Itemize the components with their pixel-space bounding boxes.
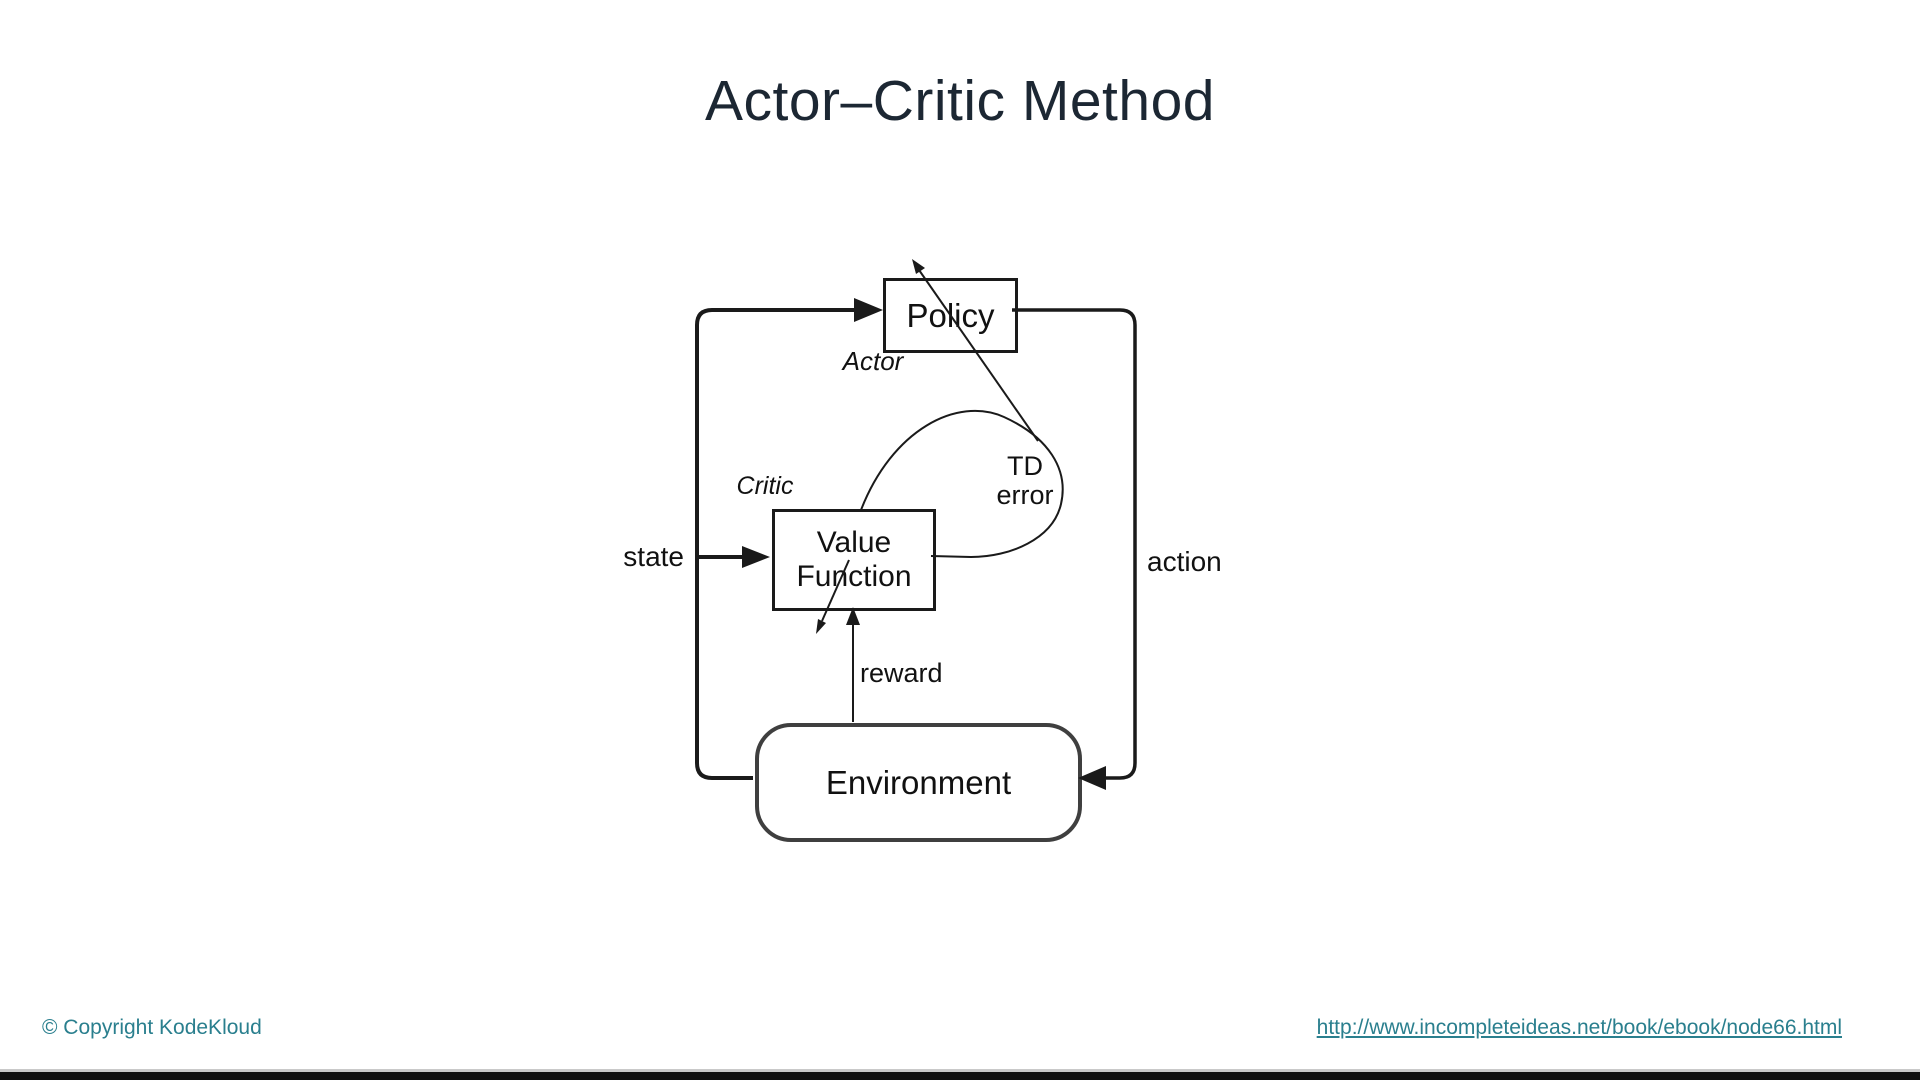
bottom-letterbox-bar: [0, 1069, 1920, 1080]
arrowhead-into-environment: [1078, 766, 1106, 790]
actor-label: Actor: [842, 346, 904, 376]
source-link[interactable]: http://www.incompleteideas.net/book/eboo…: [1316, 1016, 1842, 1039]
arrowhead-into-value-function: [742, 546, 770, 568]
action-line: [1012, 308, 1137, 780]
action-label: action: [1147, 546, 1222, 577]
td-error-label-line2: error: [996, 480, 1054, 511]
arrowhead-policy-update: [912, 259, 925, 274]
policy-box: Policy: [883, 278, 1018, 353]
value-function-label-line1: Value: [816, 525, 892, 559]
reward-label: reward: [860, 658, 943, 688]
arrowhead-into-policy: [854, 298, 883, 322]
environment-box-label: Environment: [825, 763, 1012, 801]
policy-box-label: Policy: [906, 296, 995, 334]
copyright-text: © Copyright KodeKloud: [42, 1016, 262, 1039]
arrowhead-value-update: [816, 619, 826, 634]
slide-title: Actor–Critic Method: [704, 69, 1215, 133]
critic-label: Critic: [736, 472, 794, 500]
td-error-label-line1: TD: [1007, 451, 1043, 481]
td-error-label: TD error: [955, 451, 1095, 511]
environment-box: Environment: [755, 723, 1082, 842]
value-function-label-line2: Function: [796, 560, 912, 593]
value-function-box: Value Function: [772, 509, 936, 611]
state-label: state: [623, 541, 684, 572]
